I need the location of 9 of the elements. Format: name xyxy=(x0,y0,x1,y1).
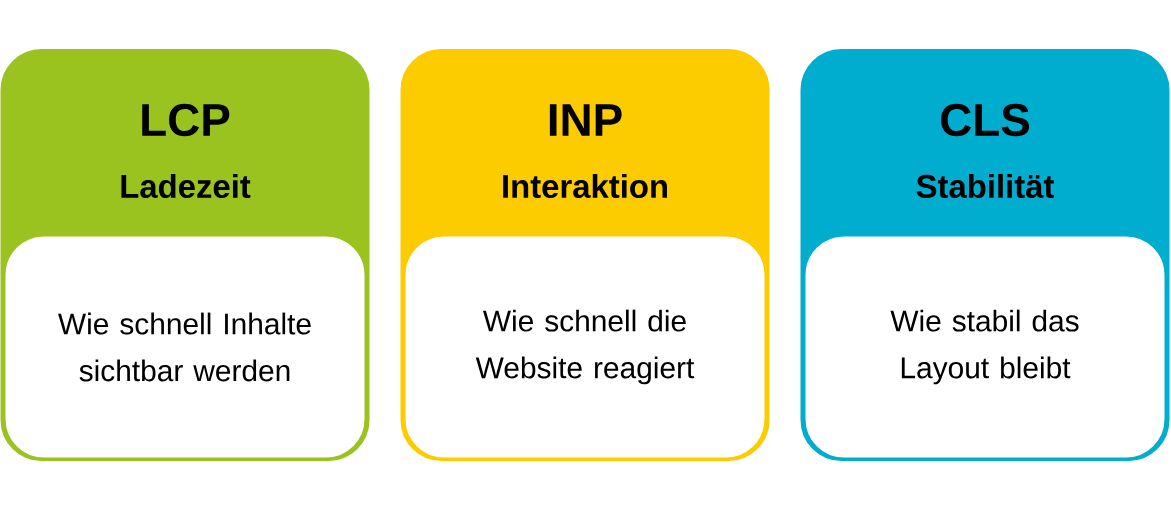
card-title: LCP xyxy=(142,103,230,137)
card-title: INP xyxy=(549,104,622,136)
card-title: CLS xyxy=(941,103,1030,137)
description-box: Wie schnell Inhalte sichtbar werden xyxy=(2,233,368,461)
description-box: Wie stabil das Layout bleibt xyxy=(802,233,1168,461)
card-subtitle: Stabilität xyxy=(916,173,1054,199)
card-subtitle: Ladezeit xyxy=(121,173,251,199)
card-subtitle: Interaktion xyxy=(503,173,667,199)
description-box: Wie schnell die Website reagiert xyxy=(402,233,768,461)
